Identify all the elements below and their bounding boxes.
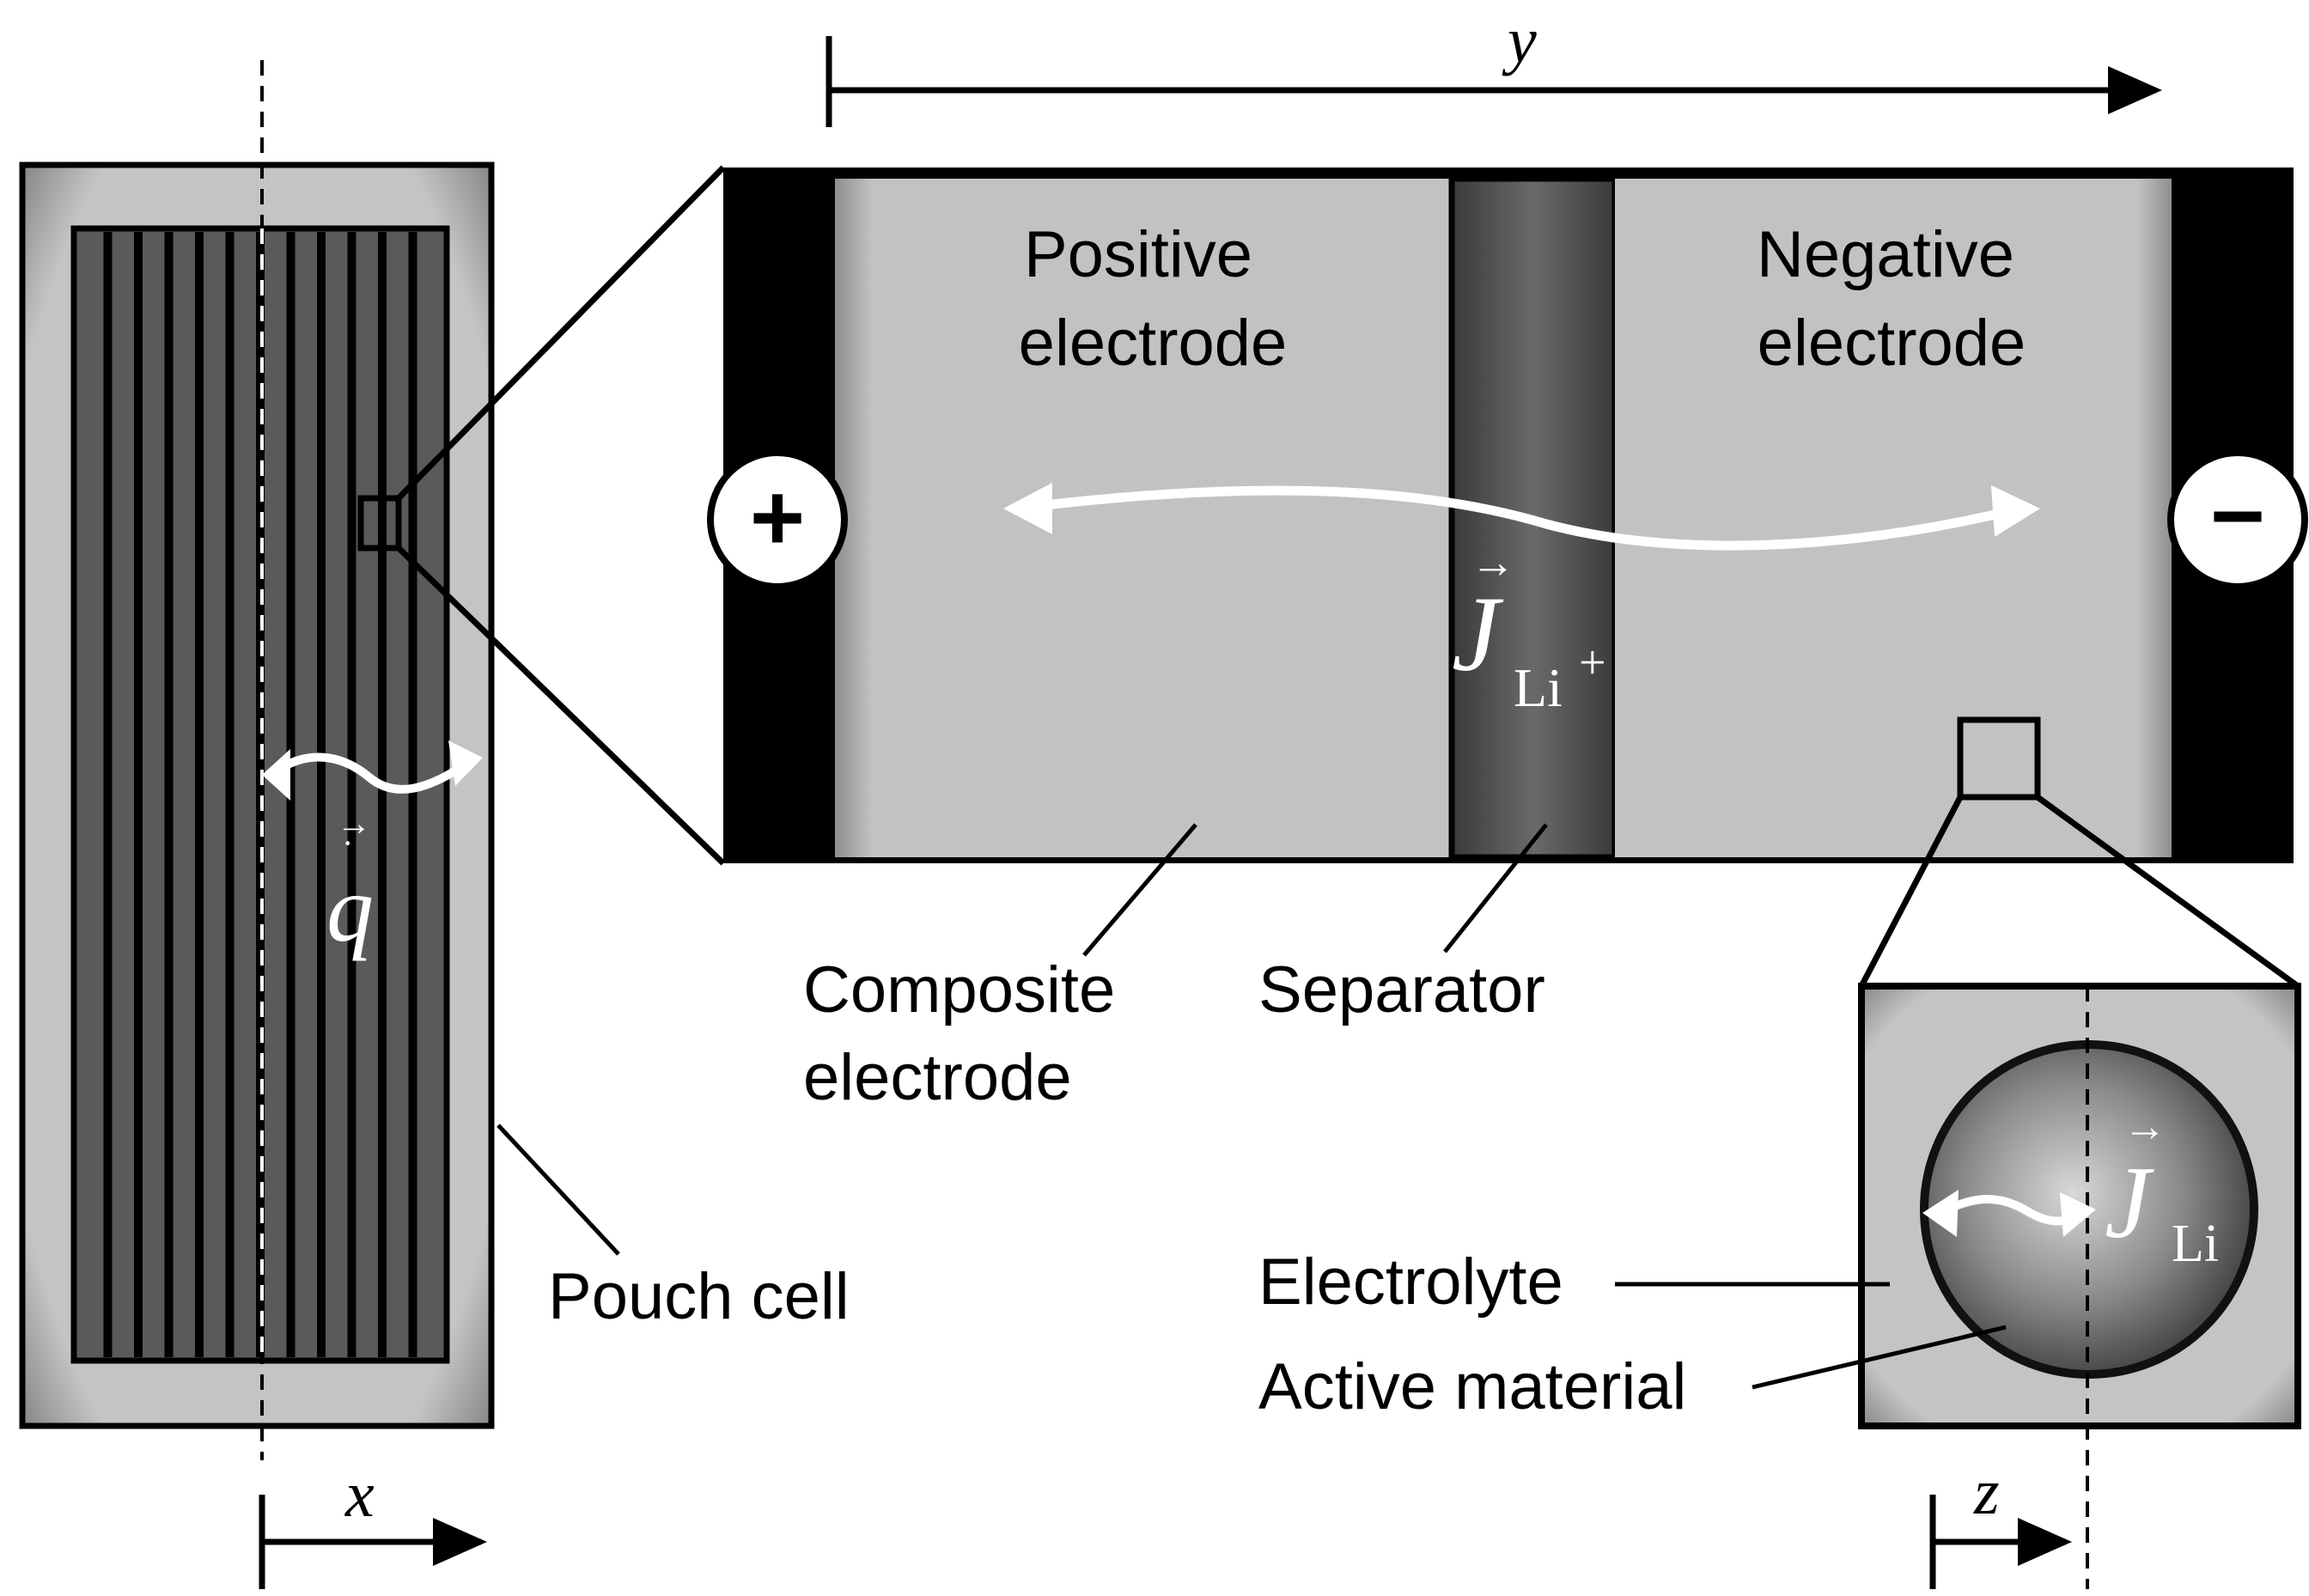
electrode-stripe — [103, 232, 113, 1357]
composite-electrode-leader — [1082, 823, 1197, 957]
pouch-cell-leader — [497, 1124, 620, 1256]
positive-terminal-sign: + — [750, 465, 805, 570]
positive-electrode-label-line1: Positive — [1024, 218, 1252, 291]
y-axis: y — [826, 4, 2162, 127]
li-ion-vector-arrow: → — [1471, 539, 1515, 588]
electrode-stripe — [225, 232, 235, 1357]
li-ion-subscript: Li — [1514, 657, 1563, 718]
zoom-line-particle-left — [1858, 795, 1964, 988]
electrode-stripe — [134, 232, 143, 1357]
electrode-stripe — [317, 232, 326, 1357]
x-axis-label: x — [344, 1459, 375, 1531]
li-ion-flux-arrow — [1030, 485, 2012, 551]
li-flux-arrowhead-left — [1922, 1190, 1959, 1237]
electrode-stripe — [164, 232, 174, 1357]
cell-cross-section: + − Positive electrode Negative electrod… — [707, 168, 2308, 863]
zoom-line-bottom — [396, 545, 726, 866]
electrode-stripe — [347, 232, 356, 1357]
heat-flux-arrow — [271, 752, 473, 794]
pouch-cell-label: Pouch cell — [548, 1260, 850, 1333]
zoom-line-particle-right — [2035, 795, 2300, 989]
pouch-cell: → · q — [19, 60, 495, 1460]
separator-leader — [1443, 823, 1548, 953]
electrode-stripes — [103, 232, 417, 1357]
electrode-stripe — [378, 232, 387, 1357]
particle-detail: → J Li — [1858, 983, 2301, 1589]
heat-flux-symbol: q — [326, 856, 374, 961]
electrode-stripe — [286, 232, 295, 1357]
heat-flux-arrowhead-left — [262, 749, 290, 801]
zoom-box-negative — [1957, 716, 2041, 801]
negative-electrode-label-line2: electrode — [1758, 307, 2026, 380]
electrode-stripe — [408, 232, 417, 1357]
li-flux-subscript: Li — [2172, 1215, 2219, 1273]
z-axis-label: z — [1973, 1456, 2000, 1528]
li-flux-symbol: J — [2105, 1145, 2154, 1259]
negative-electrode-label-line1: Negative — [1757, 218, 2014, 291]
li-ion-superscript: + — [1579, 637, 1606, 690]
electrolyte-label: Electrolyte — [1258, 1246, 1563, 1319]
positive-electrode-label-line2: electrode — [1019, 307, 1288, 380]
zoom-line-top — [396, 165, 726, 501]
active-material-leader — [1752, 1325, 2007, 1390]
li-ion-arrowhead-left — [1003, 483, 1052, 534]
active-material-label: Active material — [1258, 1350, 1686, 1423]
li-ion-flux-symbol: J — [1452, 576, 1504, 694]
y-axis-label: y — [1502, 4, 1537, 76]
electrode-stripe — [195, 232, 204, 1357]
heat-flux-dot: · — [342, 824, 353, 862]
z-axis: z — [1929, 1456, 2072, 1589]
li-flux-vector-arrow: → — [2123, 1102, 2166, 1150]
zoom-box-pouch — [357, 495, 402, 551]
negative-terminal — [2167, 449, 2308, 590]
negative-terminal-sign: − — [2210, 463, 2265, 569]
separator-label: Separator — [1258, 953, 1545, 1026]
x-axis: x — [259, 1459, 487, 1589]
positive-electrode-region — [835, 179, 1452, 857]
negative-electrode-region — [1615, 179, 2172, 857]
heat-flux-vector-arrow: → — [337, 804, 371, 843]
heat-flux-arrowhead-right — [448, 740, 483, 786]
composite-electrode-label-line2: electrode — [803, 1041, 1072, 1114]
li-flux-arrowhead-right — [2060, 1192, 2096, 1237]
composite-electrode-label-line1: Composite — [803, 953, 1115, 1026]
li-ion-arrowhead-right — [1991, 485, 2040, 537]
positive-terminal — [707, 449, 848, 590]
